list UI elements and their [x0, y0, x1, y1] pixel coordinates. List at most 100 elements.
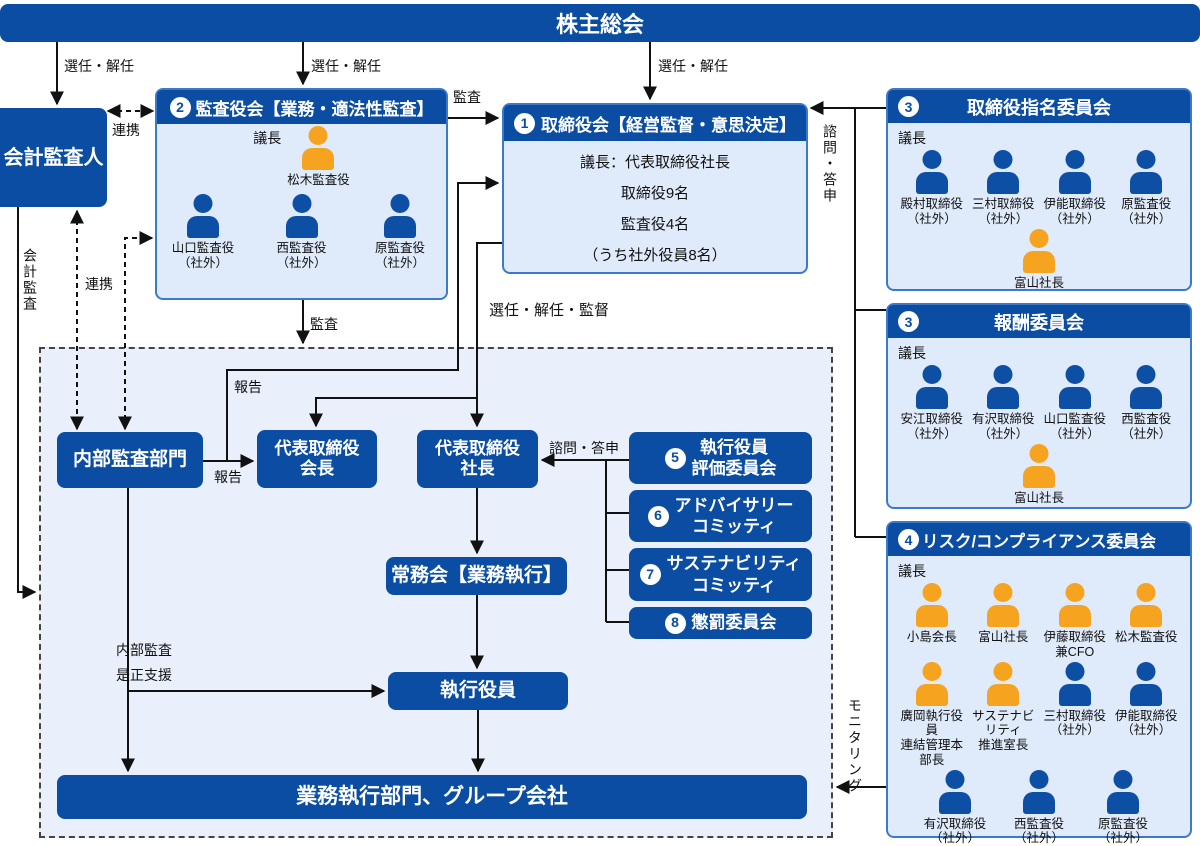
monitoring-label: モニタリング [845, 698, 865, 794]
member-name: 小島会長 [907, 630, 957, 645]
disciplinary-committee-label: 懲罰委員会 [692, 612, 777, 633]
member-name: サステナビリティ推進室長 [968, 709, 1040, 753]
member-name: 西監査役（社外） [276, 241, 326, 271]
risk-header: 4 リスク/コンプライアンス委員会 [888, 523, 1190, 556]
chair-name: 松木監査役 [287, 173, 350, 188]
committee-member: 原監査役（社外） [362, 194, 438, 271]
consult-report-label: 諮問・答申 [549, 438, 619, 458]
person-icon [300, 126, 336, 170]
person-icon [985, 365, 1021, 409]
committee-member: 原監査役（社外） [1111, 150, 1183, 227]
remuneration-members: 安江取締役（社外）有沢取締役（社外）山口監査役（社外） 西監査役（社外） [888, 365, 1190, 442]
nomination-title: 取締役指名委員会 [967, 94, 1111, 120]
exec-evaluation-committee-label: 執行役員 評価委員会 [692, 437, 777, 480]
risk-row2: 廣岡執行役員連結管理本部長サステナビリティ推進室長三村取締役（社外）伊能取締役（… [888, 662, 1190, 768]
person-icon [284, 194, 320, 238]
committee-member: 西監査役（社外） [1111, 365, 1183, 442]
number-badge-1: 1 [514, 113, 535, 134]
risk-row3: 有沢取締役（社外）西監査役（社外）原監査役（社外） [888, 770, 1190, 846]
person-icon [914, 150, 950, 194]
number-badge-8: 8 [665, 613, 686, 634]
committee-member: 伊能取締役（社外） [1039, 150, 1111, 227]
appoint-dismiss-label: 選任・解任 [64, 56, 134, 76]
member-name: 三村取締役（社外） [1043, 709, 1106, 739]
committee-member: 殿村取締役（社外） [896, 150, 968, 227]
committee-member: 松木監査役 [1111, 583, 1183, 660]
chair-label: 議長 [898, 128, 1190, 148]
member-name: 三村取締役（社外） [972, 197, 1035, 227]
number-badge-6: 6 [648, 506, 669, 527]
member-name: 富山社長 [1014, 276, 1064, 291]
committee-member: 西監査役（社外） [1001, 770, 1077, 846]
representative-chairman-box: 代表取締役 会長 [257, 430, 377, 488]
person-icon [1021, 229, 1057, 273]
internal-audit-label: 内部監査 [116, 640, 172, 660]
board-body: 議長：代表取締役社長 取締役9名 監査役4名 （うち社外役員8名） [504, 141, 806, 271]
audit-board-members: 山口監査役（社外） 西監査役（社外） 原監査役（社外） [157, 194, 446, 271]
remuneration-bottom: 富山社長 [888, 444, 1190, 506]
shareholders-meeting-bar: 株主総会 [0, 4, 1200, 42]
person-icon [1128, 365, 1164, 409]
number-badge-4: 4 [898, 529, 919, 550]
representative-president-box: 代表取締役 社長 [417, 430, 538, 488]
cooperation-label: 連携 [85, 274, 113, 294]
member-name: 原監査役（社外） [375, 241, 425, 271]
report-label: 報告 [234, 377, 262, 397]
member-name: 山口監査役（社外） [172, 241, 235, 271]
person-icon [914, 662, 950, 706]
person-icon [985, 662, 1021, 706]
committee-member: 有沢取締役（社外） [968, 365, 1040, 442]
chair-label: 議長 [898, 343, 1190, 363]
number-badge-3: 3 [898, 311, 919, 332]
accounting-auditor-box: 会計監査人 [0, 108, 107, 207]
committee-member: 伊藤取締役兼CFO [1039, 583, 1111, 660]
person-icon [985, 583, 1021, 627]
member-name: 西監査役（社外） [1121, 412, 1171, 442]
board-title: 取締役会【経営監督・意思決定】 [541, 111, 796, 136]
remuneration-header: 3 報酬委員会 [888, 305, 1190, 338]
committee-member: 三村取締役（社外） [968, 150, 1040, 227]
appoint-dismiss-label: 選任・解任 [658, 56, 728, 76]
person-icon [1128, 662, 1164, 706]
executive-officers-box: 執行役員 [388, 672, 568, 710]
nomination-bottom: 富山社長 [888, 229, 1190, 291]
member-name: 山口監査役（社外） [1043, 412, 1106, 442]
member-name: 松木監査役 [1115, 630, 1178, 645]
person-icon [914, 583, 950, 627]
remuneration-committee-panel: 3 報酬委員会 議長 安江取締役（社外）有沢取締役（社外）山口監査役（社外） 西監… [886, 303, 1192, 509]
consult-report-label: 諮問・答申 [820, 124, 840, 204]
audit-board-chair: 議長 松木監査役 [157, 126, 446, 188]
number-badge-2: 2 [170, 97, 191, 118]
advisory-committee-label: アドバイサリー コミッティ [675, 495, 794, 538]
committee-member: 安江取締役（社外） [896, 365, 968, 442]
member-name: 廣岡執行役員連結管理本部長 [896, 709, 968, 768]
member-name: 原監査役（社外） [1121, 197, 1171, 227]
board-header: 1 取締役会【経営監督・意思決定】 [504, 105, 806, 141]
committee-member: 三村取締役（社外） [1039, 662, 1111, 768]
committee-member: 山口監査役（社外） [165, 194, 241, 271]
board-of-directors-panel: 1 取締役会【経営監督・意思決定】 議長：代表取締役社長 取締役9名 監査役4名… [502, 103, 808, 274]
person-icon [1128, 150, 1164, 194]
board-line: （うち社外役員8名） [504, 240, 806, 271]
correction-support-label: 是正支援 [116, 665, 172, 685]
committee-member: 富山社長 [1001, 444, 1077, 506]
committee-member: 伊能取締役（社外） [1111, 662, 1183, 768]
business-units-bar: 業務執行部門、グループ会社 [57, 775, 807, 819]
committee-member: 山口監査役（社外） [1039, 365, 1111, 442]
member-name: 安江取締役（社外） [900, 412, 963, 442]
person-icon [1021, 444, 1057, 488]
report-label: 報告 [214, 467, 242, 487]
board-line: 監査役4名 [504, 209, 806, 240]
nomination-members: 殿村取締役（社外）三村取締役（社外）伊能取締役（社外） 原監査役（社外） [888, 150, 1190, 227]
committee-member: 有沢取締役（社外） [917, 770, 993, 846]
management-committee-box: 常務会【業務執行】 [386, 557, 567, 595]
person-icon [382, 194, 418, 238]
member-name: 富山社長 [1014, 491, 1064, 506]
committee-member: 富山社長 [1001, 229, 1077, 291]
sustainability-committee-box: 7 サステナビリティ コミッティ [629, 548, 812, 601]
audit-board-panel: 2 監査役会【業務・適法性監査】 議長 松木監査役 山口監査役（社外）西監査役（… [155, 88, 448, 300]
person-icon [1057, 365, 1093, 409]
person-icon [1021, 770, 1057, 814]
